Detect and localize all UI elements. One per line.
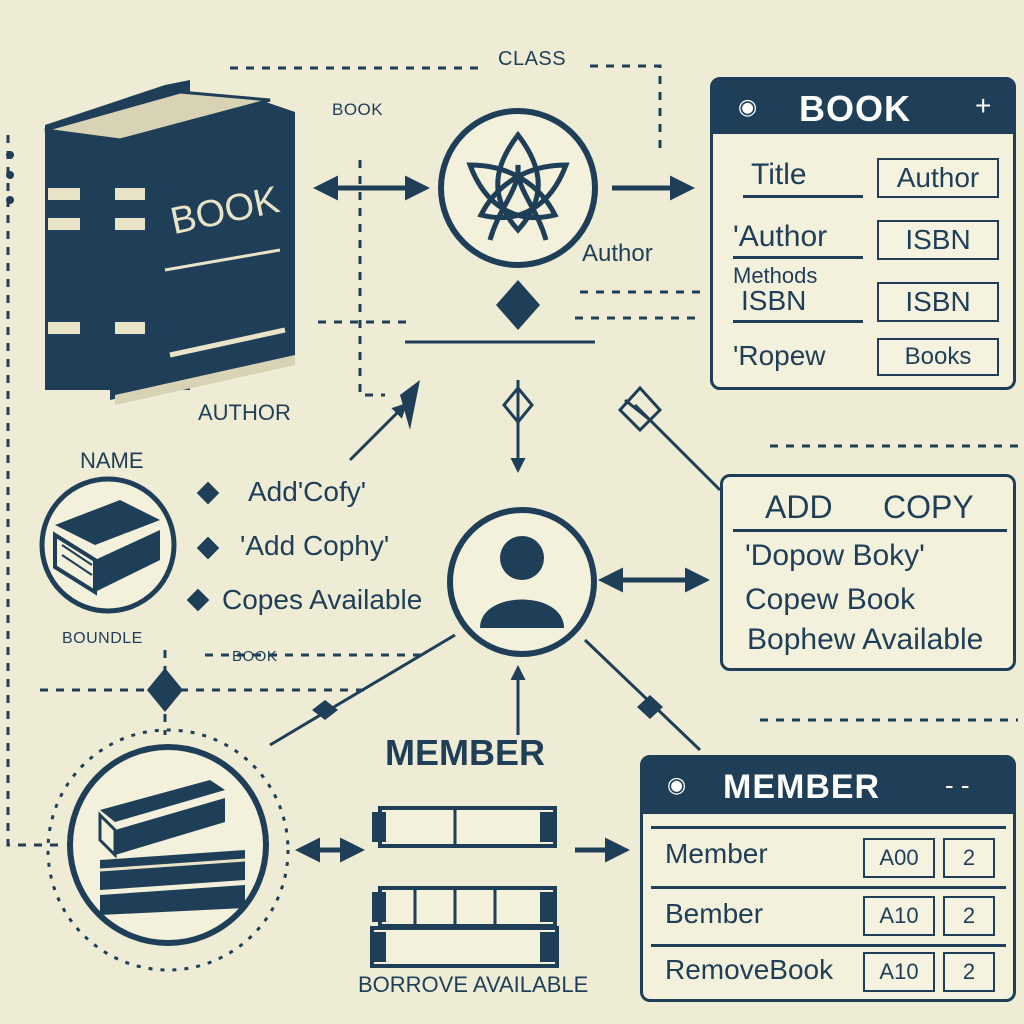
add-copy-card: ADD COPY 'Dopow Boky' Copew Book Bophew … <box>720 474 1016 671</box>
field-label: ISBN <box>741 285 807 316</box>
member-class-card: ◉ MEMBER - - Member A00 2 Bember A10 2 R… <box>640 755 1016 1002</box>
bundle-symbol <box>46 728 290 972</box>
card-title-right: COPY <box>883 489 974 525</box>
borrow-label: BORROVE AVAILABLE <box>358 972 589 997</box>
member-row-label: Bember <box>665 898 764 929</box>
field-value-box: ISBN <box>877 220 999 260</box>
card-title: MEMBER <box>723 768 881 806</box>
member-row-code: A10 <box>863 952 935 992</box>
class-symbol <box>438 108 598 268</box>
card-line: Bophew Available <box>747 623 984 656</box>
divider <box>743 195 863 198</box>
card-dot-icon: ◉ <box>738 94 758 119</box>
minus-icon: - - <box>945 770 970 800</box>
book-symbol <box>39 476 177 614</box>
member-symbol <box>447 507 597 657</box>
divider <box>733 320 863 323</box>
methods-caption: Methods <box>733 263 818 288</box>
method-item: Add'Cofy' <box>248 476 367 507</box>
member-row-count: 2 <box>943 952 995 992</box>
member-row-code: A10 <box>863 896 935 936</box>
field-label: Title <box>751 158 807 191</box>
borrowed-books <box>370 806 559 968</box>
author-caption: AUTHOR <box>198 400 291 425</box>
card-line: 'Dopow Boky' <box>745 539 925 572</box>
member-row-count: 2 <box>943 896 995 936</box>
field-value-box: Books <box>877 338 999 376</box>
card-header: ◉ MEMBER - - <box>643 758 1013 814</box>
diamond-connectors <box>147 280 663 720</box>
field-label: 'Ropew <box>733 340 826 371</box>
card-title-left: ADD <box>765 489 833 525</box>
book-label-top: BOOK <box>332 100 384 119</box>
book-small-label: BOOK <box>232 648 278 665</box>
double-arrows <box>295 175 710 863</box>
member-row-code: A00 <box>863 838 935 878</box>
method-item: 'Add Cophy' <box>240 530 390 561</box>
divider <box>651 944 1006 947</box>
card-header: ◉ BOOK + <box>713 80 1013 134</box>
field-label: 'Author <box>733 220 828 253</box>
name-label: NAME <box>80 448 144 473</box>
divider <box>733 529 1007 532</box>
plus-icon: + <box>975 90 992 121</box>
card-line: Copew Book <box>745 583 916 616</box>
divider <box>733 256 863 259</box>
method-item: Copes Available <box>222 584 423 615</box>
divider <box>651 886 1006 889</box>
author-center-label: Author <box>582 240 653 267</box>
solid-connectors <box>269 340 722 752</box>
member-row-label: RemoveBook <box>665 954 834 985</box>
book-class-card: ◉ BOOK + Title Author 'Author ISBN Metho… <box>710 77 1016 390</box>
field-value-box: ISBN <box>877 282 999 322</box>
bundle-label: BOUNDLE <box>62 630 143 647</box>
member-label: MEMBER <box>385 732 545 773</box>
card-title: BOOK <box>799 88 911 129</box>
divider <box>651 826 1006 829</box>
card-dot-icon: ◉ <box>667 772 687 797</box>
field-value-box: Author <box>877 158 999 198</box>
member-row-label: Member <box>665 838 768 869</box>
member-row-count: 2 <box>943 838 995 878</box>
books-illustration <box>44 80 295 405</box>
class-label: CLASS <box>498 48 567 70</box>
side-dots <box>6 151 14 204</box>
